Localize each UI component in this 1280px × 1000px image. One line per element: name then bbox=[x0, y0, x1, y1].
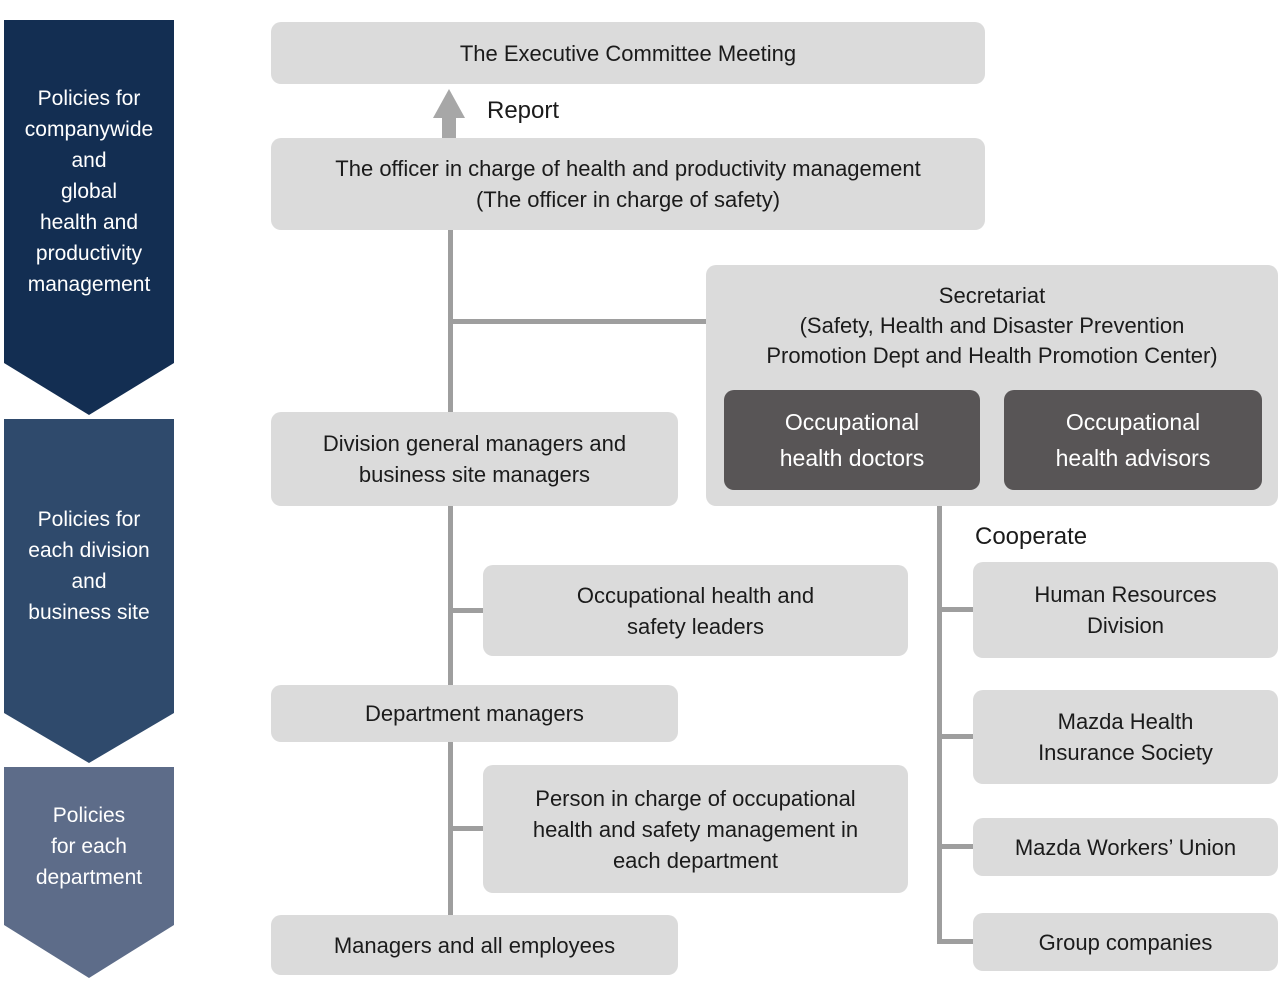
banner-division-policies: Policies for each division and business … bbox=[4, 419, 174, 763]
report-arrow-up-icon bbox=[433, 89, 465, 118]
connector-left-spine bbox=[448, 230, 453, 915]
connector-to-safety-leaders bbox=[450, 608, 485, 613]
report-arrow-shaft bbox=[442, 116, 456, 138]
box-department-managers: Department managers bbox=[271, 685, 678, 742]
connector-to-human-resources bbox=[939, 607, 975, 612]
box-human-resources-division: Human Resources Division bbox=[973, 562, 1278, 658]
box-managers-and-all-employees: Managers and all employees bbox=[271, 915, 678, 975]
banner-department-policies: Policies for each department bbox=[4, 767, 174, 978]
box-mazda-workers-union: Mazda Workers’ Union bbox=[973, 818, 1278, 876]
box-mazda-health-insurance-society: Mazda Health Insurance Society bbox=[973, 690, 1278, 784]
connector-to-secretariat bbox=[450, 319, 706, 324]
box-occupational-health-safety-leaders: Occupational health and safety leaders bbox=[483, 565, 908, 656]
box-person-in-charge: Person in charge of occupational health … bbox=[483, 765, 908, 893]
connector-to-health-insurance bbox=[939, 734, 975, 739]
connector-to-group-companies bbox=[939, 939, 975, 944]
box-group-companies: Group companies bbox=[973, 913, 1278, 971]
box-occupational-health-advisors: Occupational health advisors bbox=[1004, 390, 1262, 490]
connector-to-person-in-charge bbox=[450, 826, 485, 831]
box-officer-in-charge: The officer in charge of health and prod… bbox=[271, 138, 985, 230]
box-division-general-managers: Division general managers and business s… bbox=[271, 412, 678, 506]
connector-right-spine bbox=[937, 506, 942, 944]
banner-companywide-policies: Policies for companywide and global heal… bbox=[4, 20, 174, 415]
report-label: Report bbox=[487, 97, 560, 124]
cooperate-label: Cooperate bbox=[975, 523, 1088, 550]
box-executive-committee-meeting: The Executive Committee Meeting bbox=[271, 22, 985, 84]
box-occupational-health-doctors: Occupational health doctors bbox=[724, 390, 980, 490]
connector-to-workers-union bbox=[939, 844, 975, 849]
